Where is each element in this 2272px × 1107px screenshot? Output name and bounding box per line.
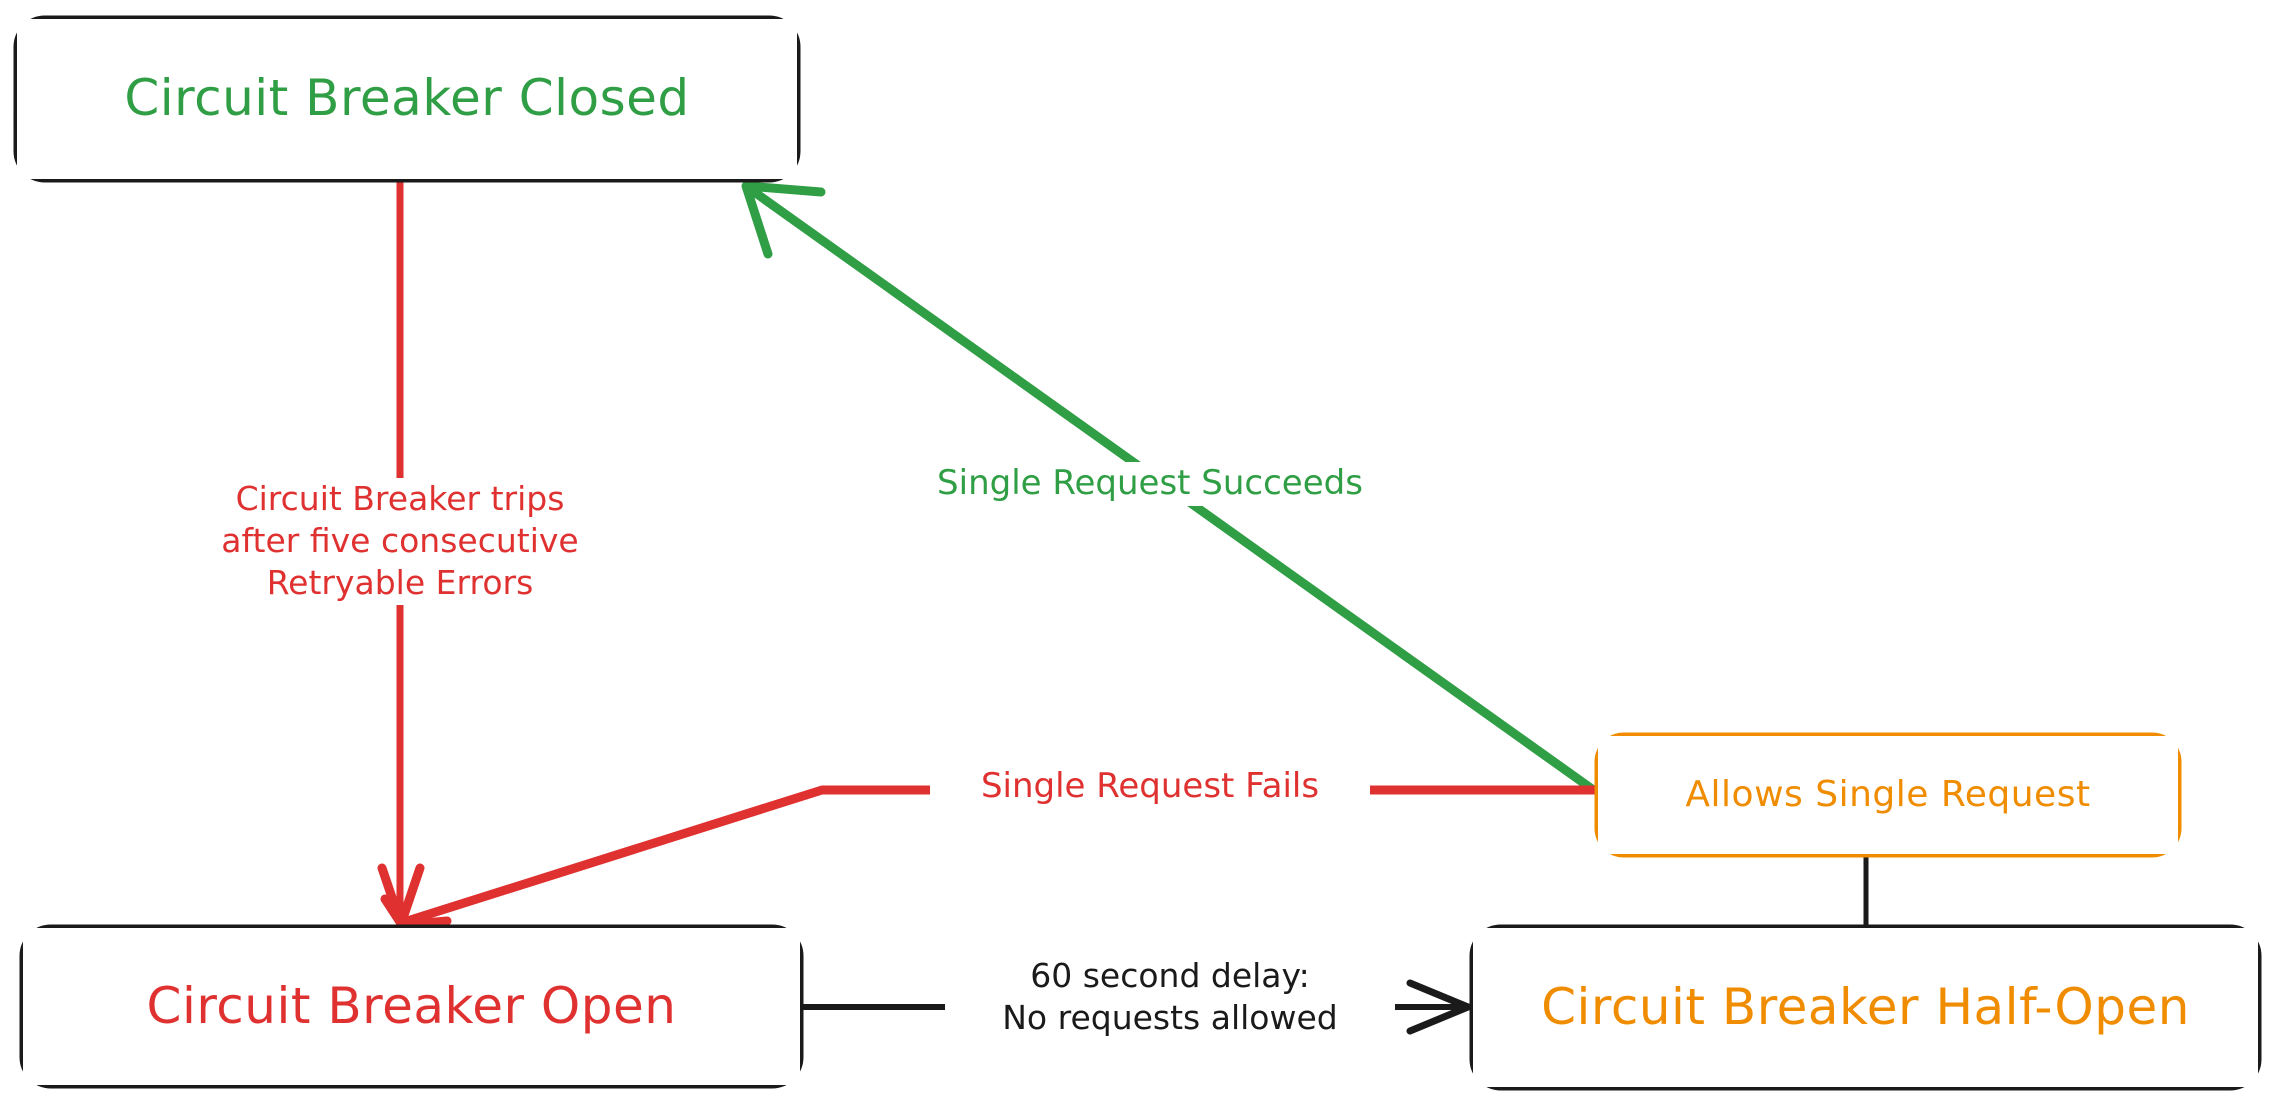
edge-allows-to-closed-line: [745, 184, 1597, 794]
edge-closed-to-open: [377, 176, 425, 929]
node-half-open-label: Circuit Breaker Half-Open: [1541, 977, 2190, 1036]
edge-allows-to-open: [380, 785, 1599, 930]
edge-allows-to-closed-arrowhead: [741, 181, 826, 259]
node-closed[interactable]: Circuit Breaker Closed: [17, 19, 797, 179]
node-closed-label: Circuit Breaker Closed: [124, 69, 690, 128]
edge-open-to-halfopen: [797, 979, 1472, 1035]
edge-open-to-halfopen-arrowhead: [1406, 979, 1472, 1035]
node-allows-single-request[interactable]: Allows Single Request: [1598, 736, 2178, 854]
edge-allows-to-closed: [741, 181, 1597, 794]
edge-allows-to-open-line: [399, 785, 1599, 927]
node-half-open[interactable]: Circuit Breaker Half-Open: [1473, 928, 2258, 1087]
node-open[interactable]: Circuit Breaker Open: [23, 928, 800, 1085]
node-allows-single-request-label: Allows Single Request: [1685, 774, 2091, 816]
node-open-label: Circuit Breaker Open: [146, 976, 677, 1035]
